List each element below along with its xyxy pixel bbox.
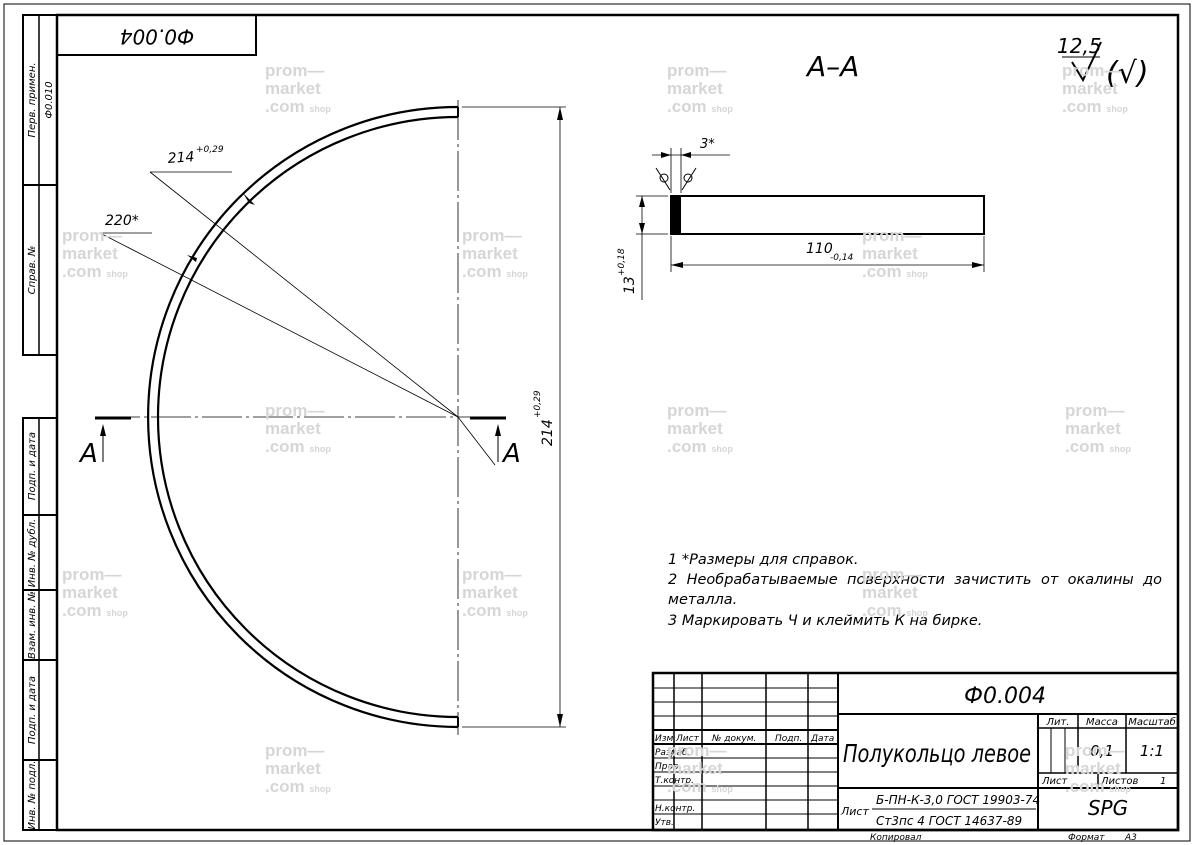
section-marker-left-group	[95, 416, 131, 462]
side-stamp-inv-podl: Инв. № подл.	[27, 761, 38, 830]
note-1: 1 *Размеры для справок.	[668, 552, 859, 568]
watermark-prom-market: prom—market.com shop	[265, 61, 331, 116]
material-line1: Б-ПН-К-3,0 ГОСТ 19903-74	[876, 793, 1040, 807]
watermark-prom-market: prom—market.com shop	[667, 61, 733, 116]
section-weld-fill	[671, 197, 681, 233]
scale-value: 1:1	[1140, 742, 1164, 760]
sheet-outer-border	[3, 3, 1191, 842]
roughness-symbol	[1062, 41, 1102, 83]
dim-length-tol: -0,14	[830, 253, 854, 263]
side-stamp-podp-2: Подп. и дата	[27, 676, 38, 744]
dim-chamfer: 3*	[700, 137, 715, 152]
role-utv: Утв.	[655, 818, 674, 828]
watermark-prom-market: prom—market.com shop	[265, 401, 331, 456]
side-stamp-inv-dubl: Инв. № дубл.	[26, 519, 38, 587]
title-part-name: Полукольцо левое	[843, 739, 1031, 768]
leader-214	[149, 171, 459, 418]
side-stamp-perv-primen: Перв. примен.	[27, 62, 38, 137]
role-razrab: Разраб.	[655, 748, 690, 758]
material-line2: Ст3пс 4 ГОСТ 14637-89	[876, 814, 1022, 828]
hdr-izm: Изм	[655, 734, 674, 744]
role-prov: Пров.	[655, 762, 681, 772]
roughness-extra: (√)	[1106, 56, 1149, 91]
corner-code-box	[56, 14, 257, 56]
hdr-doc: № докум.	[711, 734, 756, 744]
sheets-value: 1	[1160, 776, 1166, 787]
lit-label: Лит.	[1045, 717, 1069, 728]
leader-220	[99, 232, 459, 418]
mass-label: Масса	[1086, 717, 1118, 728]
corner-code-inverted: Ф0.004	[120, 25, 194, 49]
watermark-prom-market: prom—market.com shop	[62, 226, 128, 281]
dim-thickness-tol: +0,18	[617, 248, 627, 276]
watermark-prom-market: prom—market.com shop	[1065, 741, 1131, 796]
note-2: 2 Необрабатываемые поверхности зачистить…	[668, 572, 1162, 608]
hdr-list: Лист	[675, 734, 700, 744]
dim-220-ref: 220*	[105, 213, 139, 229]
title-block-lines	[651, 671, 1180, 832]
watermark-prom-market: prom—market.com shop	[462, 226, 528, 281]
role-tkontr: Т.контр.	[655, 776, 694, 786]
watermark-prom-market: prom—market.com shop	[265, 741, 331, 796]
section-view	[636, 148, 985, 300]
roughness-value: 12,5	[1057, 34, 1102, 58]
section-marker-right: A	[501, 439, 521, 469]
side-stamp-podp-1: Подп. и дата	[27, 432, 38, 500]
sheet-label: Лист	[1041, 776, 1069, 787]
title-designation: Ф0.004	[964, 684, 1046, 709]
watermark-prom-market: prom—market.com shop	[667, 741, 733, 796]
section-label: A–A	[805, 50, 859, 83]
side-stamp-perv-code: Ф0.010	[44, 81, 55, 118]
scale-label: Масштаб	[1128, 716, 1176, 728]
sheets-label: Листов	[1100, 776, 1138, 787]
side-stamp: Перв. примен. Ф0.010 Справ. № Подп. и да…	[22, 14, 58, 831]
company-name: SPG	[1088, 796, 1128, 820]
role-nkontr: Н.контр.	[655, 804, 695, 814]
copied-label: Копировал	[870, 833, 922, 843]
half-ring-view	[99, 100, 566, 735]
dim-height-value: 214	[540, 419, 556, 446]
dim-length-value: 110	[806, 241, 833, 257]
side-stamp-sprav: Справ. №	[27, 246, 38, 295]
watermark-prom-market: prom—market.com shop	[667, 401, 733, 456]
dim-214-value: 214	[167, 149, 195, 167]
mass-value: 0,1	[1090, 742, 1114, 760]
hdr-podp: Подп.	[775, 734, 802, 744]
section-marker-right-group	[470, 416, 506, 462]
watermark-prom-market: prom—market.com shop	[862, 565, 928, 620]
dim-thickness-value: 13	[622, 276, 638, 294]
side-stamp-vzam-inv: Взам. инв. №	[27, 591, 38, 659]
hdr-data: Дата	[810, 734, 834, 744]
watermark-prom-market: prom—market.com shop	[1065, 401, 1131, 456]
format-label: Формат	[1068, 833, 1105, 843]
material-word: Лист	[840, 805, 869, 818]
watermark-prom-market: prom—market.com shop	[862, 226, 928, 281]
dim-214-tol: +0,29	[196, 145, 224, 155]
section-marker-left: A	[78, 439, 98, 469]
dim-height-tol: +0,29	[533, 390, 543, 418]
note-3: 3 Маркировать Ч и клеймить К на бирке.	[668, 613, 983, 629]
watermark-prom-market: prom—market.com shop	[62, 565, 128, 620]
format-value: А3	[1124, 833, 1137, 843]
watermark-prom-market: prom—market.com shop	[462, 565, 528, 620]
watermark-prom-market: prom—market.com shop	[1062, 61, 1128, 116]
half-ring-outer-arc	[146, 105, 459, 729]
